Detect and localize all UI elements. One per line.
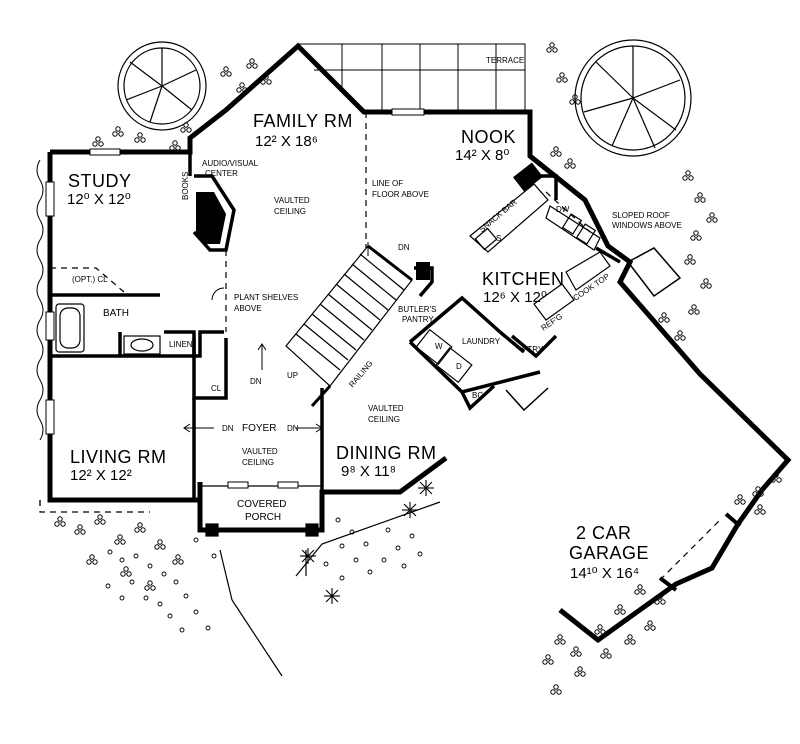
closet-label: CL [211,384,222,393]
porch-shrub-bursts [300,480,434,604]
line-of-floor-1: LINE OF [372,179,404,188]
dining-room-label: DINING RM [336,443,437,463]
property-edge [36,159,44,441]
dryer-label: D [456,362,462,371]
optional-closet-label: (OPT.) CL [72,275,108,284]
stair-dn-left: DN [250,377,262,386]
foyer-vaulted-1: VAULTED [242,447,278,456]
bath-fixtures [55,303,161,355]
foyer-label: FOYER [242,423,277,434]
nook-label: NOOK [461,127,517,147]
stair-dn-top: DN [398,243,410,252]
tree-right [574,39,692,157]
plant-shelves-1: PLANT SHELVES [234,293,299,302]
audio-visual-label-1: AUDIO/VISUAL [202,159,259,168]
kitchen-dimensions: 12⁶ X 12⁰ [483,289,547,306]
door-swings [183,242,369,433]
garage-dimensions: 14¹⁰ X 16⁴ [570,565,640,582]
family-vaulted-1: VAULTED [274,196,310,205]
bath-label: BATH [103,308,129,319]
garage-label-line2: GARAGE [569,543,650,563]
linen-label: LINEN [169,340,193,349]
nook-dimensions: 14² X 8⁰ [455,147,510,164]
sloped-roof-1: SLOPED ROOF [612,211,670,220]
covered-porch-2: PORCH [245,512,282,523]
sloped-roof-2: WINDOWS ABOVE [612,221,682,230]
stairs [285,244,413,408]
study-dimensions: 12⁰ X 12⁰ [67,191,131,208]
pantry-label: PTRY [522,345,544,354]
dashed-lines [39,112,721,581]
foyer-vaulted-2: CEILING [242,458,275,467]
foyer-dn-left: DN [222,424,234,433]
butlers-pantry-2: PANTRY [402,315,434,324]
washer-label: W [435,342,443,351]
foyer-dn-right: DN [287,424,299,433]
dishwasher-label: DW [556,205,570,214]
kitchen-counters [415,183,611,384]
garage-details [505,247,742,592]
line-of-floor-2: FLOOR ABOVE [372,190,429,199]
family-vaulted-2: CEILING [274,207,307,216]
ground-cover-dots [105,517,423,633]
chimney-kitchen [513,162,543,192]
books-label: BOOKS [181,171,190,200]
dining-vaulted-2: CEILING [368,415,401,424]
butlers-pantry-1: BUTLER'S [398,305,437,314]
garage-label-line1: 2 CAR [576,523,632,543]
laundry-label: LAUNDRY [462,337,501,346]
family-room-dimensions: 12² X 18⁶ [255,133,318,150]
dining-room-dimensions: 9⁸ X 11⁸ [341,463,396,480]
bc-label: BC [472,391,484,400]
audio-visual-label-2: CENTER [205,169,238,178]
stair-post [416,262,430,280]
windows [45,108,425,489]
kitchen-label: KITCHEN [482,269,565,289]
plant-shelves-2: ABOVE [234,304,262,313]
living-room-label: LIVING RM [70,447,167,467]
study-label: STUDY [68,171,132,191]
sink-s-label: S [496,234,502,243]
tree-left [117,41,207,131]
living-room-dimensions: 12² X 12² [70,467,132,484]
covered-porch-1: COVERED [237,499,287,510]
porch [200,485,441,677]
terrace-label: TERRACE [486,56,525,65]
stair-up: UP [287,371,299,380]
fireplace [196,192,226,244]
family-room-label: FAMILY RM [253,111,353,131]
dining-vaulted-1: VAULTED [368,404,404,413]
